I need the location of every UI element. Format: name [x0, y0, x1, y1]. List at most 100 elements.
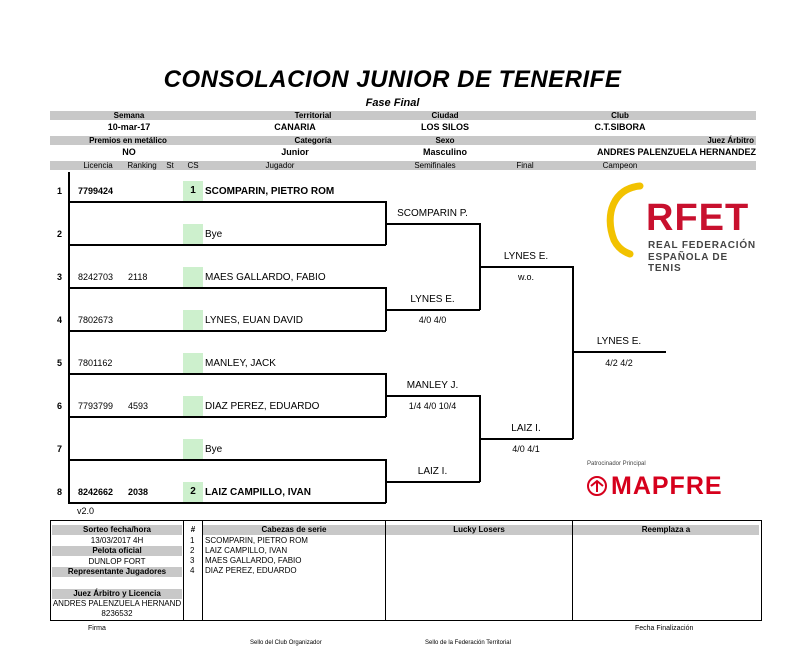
- seed-cell: 2: [183, 482, 203, 502]
- header-bar-1: Semana Territorial Ciudad Club: [50, 111, 756, 120]
- ciudad-value: LOS SILOS: [420, 122, 469, 132]
- footer-divider: [385, 520, 386, 621]
- categoria-label: Categoría: [294, 136, 332, 145]
- player-name: DIAZ PEREZ, EDUARDO: [205, 401, 320, 412]
- territorial-label: Territorial: [294, 111, 332, 120]
- pelota-label: Pelota oficial: [52, 546, 182, 556]
- player-name: SCOMPARIN, PIETRO ROM: [205, 186, 335, 197]
- semifinal-line: [386, 309, 480, 311]
- seed-cell: [183, 353, 203, 373]
- col-ranking: Ranking: [127, 161, 157, 170]
- firma-label: Firma: [88, 625, 106, 632]
- bracket-connector: [479, 395, 481, 482]
- territorial-value: CANARIA: [274, 122, 316, 132]
- cabeza-name: LAIZ CAMPILLO, IVAN: [205, 546, 288, 555]
- champion-name: LYNES E.: [596, 336, 642, 347]
- seed-cell: [183, 310, 203, 330]
- player-ranking: 2038: [128, 487, 149, 497]
- semifinal-score: 1/4 4/0 10/4: [408, 401, 457, 411]
- final-winner: LYNES E.: [503, 251, 549, 262]
- rfet-line-1: REAL FEDERACIÓN: [648, 240, 756, 251]
- player-ranking: 2118: [128, 272, 148, 282]
- lucky-losers-header: Lucky Losers: [386, 525, 572, 535]
- final-line: [480, 438, 573, 440]
- final-score: 4/0 4/1: [512, 444, 540, 454]
- hash-header: #: [190, 525, 196, 534]
- col-final: Final: [516, 161, 534, 170]
- semifinal-winner: LAIZ I.: [417, 466, 448, 477]
- player-number: 7: [57, 444, 63, 454]
- player-name: MANLEY, JACK: [205, 358, 276, 369]
- footer-table: [50, 520, 762, 621]
- player-line: [68, 201, 386, 203]
- player-licencia: 8242662: [78, 487, 114, 497]
- player-licencia: 7801162: [78, 358, 113, 368]
- col-cs: CS: [187, 161, 199, 170]
- reemplaza-header: Reemplaza a: [573, 525, 759, 535]
- juez-value: ANDRES PALENZUELA HERNANDEZ: [596, 147, 756, 157]
- player-line: [68, 287, 386, 289]
- seed-cell: [183, 267, 203, 287]
- semifinal-winner: MANLEY J.: [406, 380, 459, 391]
- bracket-connector: [479, 223, 481, 310]
- cabeza-name: SCOMPARIN, PIETRO ROM: [205, 536, 308, 545]
- player-licencia: 8242703: [78, 272, 114, 282]
- categoria-value: Junior: [281, 147, 309, 157]
- draw-left-border: [68, 172, 70, 502]
- cabeza-num: 4: [190, 566, 195, 575]
- premios-value: NO: [122, 147, 136, 157]
- rfet-logo: RFET REAL FEDERACIÓN ESPAÑOLA DE TENIS: [600, 178, 760, 274]
- seed-cell: [183, 439, 203, 459]
- player-number: 4: [57, 315, 63, 325]
- semifinal-line: [386, 223, 480, 225]
- mapfre-emblem-icon: [587, 476, 607, 496]
- final-line: [480, 266, 573, 268]
- sorteo-value: 13/03/2017 4H: [90, 536, 144, 545]
- rfet-line-2: ESPAÑOLA DE TENIS: [648, 252, 728, 274]
- bracket-connector: [385, 459, 387, 503]
- player-number: 5: [57, 358, 63, 368]
- champion-score: 4/2 4/2: [605, 358, 633, 368]
- semifinal-score: 4/0 4/0: [418, 315, 447, 325]
- player-line: [68, 330, 386, 332]
- bracket-connector: [385, 201, 387, 245]
- bracket-connector: [385, 287, 387, 331]
- sexo-value: Masculino: [422, 147, 467, 157]
- player-number: 1: [57, 186, 63, 196]
- semifinal-winner: LYNES E.: [410, 294, 455, 305]
- player-licencia: 7802673: [78, 315, 114, 325]
- sello-federacion-label: Sello de la Federación Territorial: [425, 640, 511, 646]
- tennis-ball-icon: [606, 182, 644, 258]
- footer-divider: [183, 520, 184, 621]
- fecha-finalizacion-label: Fecha Finalización: [635, 625, 694, 632]
- mapfre-logo: MAPFRE: [585, 472, 760, 500]
- footer-divider: [202, 520, 203, 621]
- col-campeon: Campeon: [602, 161, 638, 170]
- semifinal-line: [386, 395, 480, 397]
- player-number: 6: [57, 401, 63, 411]
- seed-cell: 1: [183, 181, 203, 201]
- final-winner: LAIZ I.: [511, 423, 541, 434]
- col-jugador: Jugador: [265, 161, 295, 170]
- seed-cell: [183, 396, 203, 416]
- mapfre-wordmark: MAPFRE: [611, 472, 723, 500]
- page-title: CONSOLACION JUNIOR DE TENERIFE: [163, 66, 622, 93]
- representante-label: Representante Jugadores: [52, 567, 182, 577]
- rfet-wordmark: RFET: [646, 197, 750, 239]
- player-licencia: 7799424: [78, 186, 114, 196]
- seed-cell: [183, 224, 203, 244]
- player-name: Bye: [205, 229, 223, 240]
- player-name: LAIZ CAMPILLO, IVAN: [205, 487, 311, 498]
- version-label: v2.0: [77, 506, 95, 516]
- player-name: MAES GALLARDO, FABIO: [205, 272, 326, 283]
- player-name: Bye: [205, 444, 223, 455]
- player-line: [68, 244, 386, 246]
- pelota-value: DUNLOP FORT: [88, 557, 146, 566]
- player-line: [68, 373, 386, 375]
- semifinal-winner: SCOMPARIN P.: [397, 208, 468, 219]
- cabeza-name: DIAZ PEREZ, EDUARDO: [205, 566, 297, 575]
- juez-label: Juez Árbitro: [707, 136, 754, 145]
- col-licencia: Licencia: [83, 161, 113, 170]
- cabezas-header: Cabezas de serie: [203, 525, 385, 535]
- semifinal-line: [386, 481, 480, 483]
